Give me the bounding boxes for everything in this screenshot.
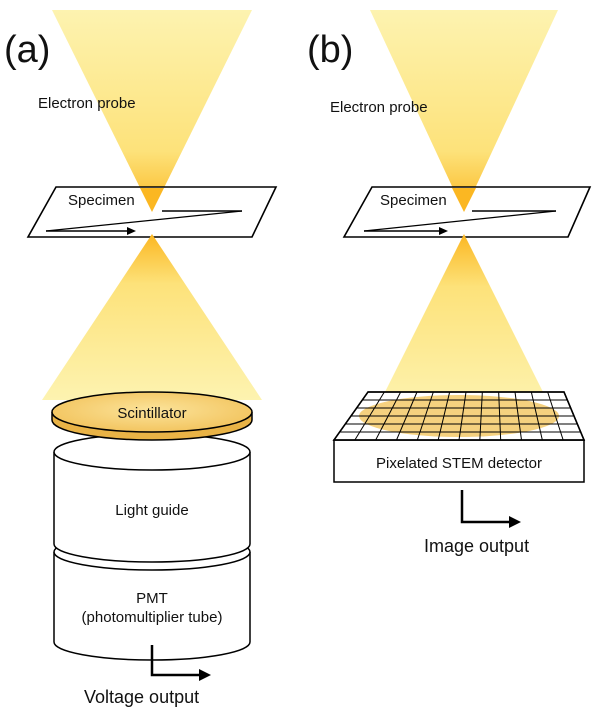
detector-pixel-grid — [339, 391, 581, 441]
transmitted-beam-a — [42, 234, 262, 400]
pmt-label: PMT — [136, 590, 168, 607]
electron-probe-label-a: Electron probe — [38, 95, 136, 112]
scan-diagonal-a — [45, 210, 243, 232]
light-guide-cylinder — [53, 433, 251, 563]
beam-focus-b — [452, 188, 476, 212]
light-guide-label: Light guide — [115, 502, 188, 519]
incident-beam-a — [52, 10, 252, 212]
panel-a: (a) Electron probe Specimen PMT (photomu… — [4, 10, 278, 707]
output-arrow-head-a — [199, 669, 211, 681]
detector-label: Pixelated STEM detector — [376, 455, 542, 472]
pmt-sublabel: (photomultiplier tube) — [82, 609, 223, 626]
scintillator-disc — [51, 391, 253, 441]
voltage-output-label: Voltage output — [84, 687, 199, 707]
scan-arrow-head-a — [127, 227, 136, 235]
electron-probe-label-b: Electron probe — [330, 99, 428, 116]
output-arrow-head-b — [509, 516, 521, 528]
panel-b-label: (b) — [307, 29, 353, 71]
panel-a-label: (a) — [4, 29, 50, 71]
scan-arrow-head-b — [439, 227, 448, 235]
incident-beam-b — [370, 10, 558, 212]
transmitted-beam-b — [376, 234, 552, 410]
output-arrow-b — [460, 490, 510, 524]
image-output-label: Image output — [424, 536, 529, 556]
beam-focus-a — [140, 188, 164, 212]
output-arrow-a — [150, 645, 200, 677]
scan-diagonal-b — [363, 210, 557, 232]
specimen-label-b: Specimen — [380, 192, 447, 209]
specimen-label-a: Specimen — [68, 192, 135, 209]
pixelated-detector — [332, 391, 586, 483]
scintillator-label: Scintillator — [117, 405, 186, 422]
panel-b: (b) Electron probe Specimen Pixelated ST… — [307, 10, 592, 556]
specimen-plane-b — [342, 186, 592, 238]
